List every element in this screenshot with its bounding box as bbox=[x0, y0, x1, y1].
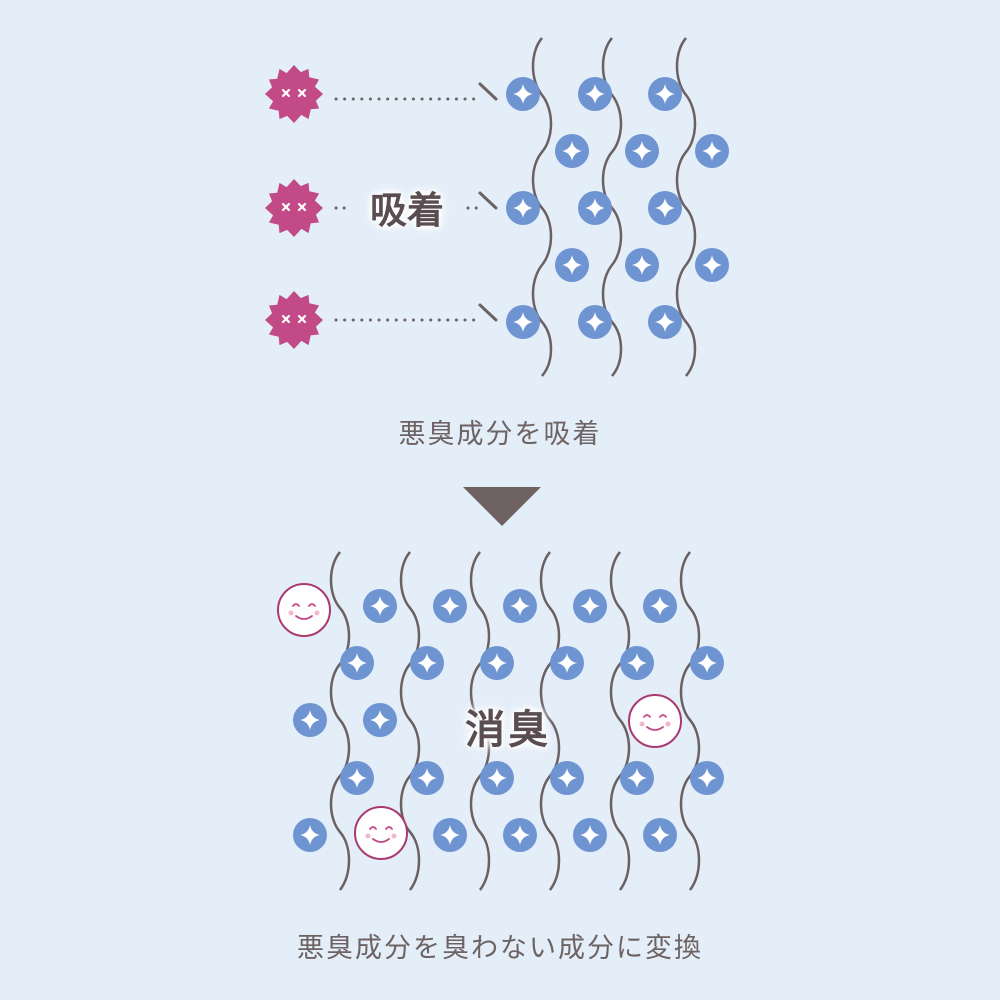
sparkle-ion-icon bbox=[555, 134, 589, 168]
sparkle-ion-icon bbox=[573, 589, 607, 623]
fiber-line bbox=[469, 551, 491, 891]
deodorization-diagram bbox=[277, 551, 724, 891]
dotted-arrows bbox=[334, 82, 498, 322]
odor-molecule-icon bbox=[263, 177, 325, 239]
odor-molecule-icon bbox=[263, 289, 325, 351]
fiber-line bbox=[399, 551, 421, 891]
sparkle-ion-icon bbox=[620, 761, 654, 795]
sparkle-ion-icon bbox=[625, 248, 659, 282]
sparkle-ion-icon bbox=[480, 646, 514, 680]
sparkle-ion-icon bbox=[550, 646, 584, 680]
sparkle-ion-icon bbox=[340, 761, 374, 795]
sparkle-ion-icon bbox=[433, 818, 467, 852]
sparkle-ion-icon bbox=[695, 134, 729, 168]
sparkle-ion-icon bbox=[506, 77, 540, 111]
sparkle-ion-icon bbox=[506, 191, 540, 225]
arrow-head-icon bbox=[478, 82, 498, 101]
smiley-face-icon bbox=[277, 583, 331, 637]
sparkle-ion-icon bbox=[648, 77, 682, 111]
sparkle-ion-icon bbox=[695, 248, 729, 282]
adsorption-diagram bbox=[263, 37, 729, 377]
smiley-face-icon bbox=[354, 806, 408, 860]
sparkle-ion-icon bbox=[503, 589, 537, 623]
fiber-line bbox=[679, 551, 701, 891]
sparkle-ion-icon bbox=[503, 818, 537, 852]
deodorization-caption: 悪臭成分を臭わない成分に変換 bbox=[297, 933, 703, 964]
sparkle-ion-icon bbox=[690, 761, 724, 795]
fiber-line bbox=[675, 37, 697, 377]
smiley-face-icon bbox=[628, 694, 682, 748]
sparkle-ion-icon bbox=[578, 77, 612, 111]
arrow-head-icon bbox=[478, 303, 498, 322]
sparkle-ion-icon bbox=[433, 589, 467, 623]
fiber-line bbox=[539, 551, 561, 891]
odor-molecules bbox=[263, 63, 325, 351]
fiber-line bbox=[531, 37, 553, 377]
odor-molecule-icon bbox=[263, 63, 325, 125]
sparkle-ion-icon bbox=[293, 818, 327, 852]
sparkle-ion-icon bbox=[506, 305, 540, 339]
sparkle-ion-icon bbox=[620, 646, 654, 680]
sparkle-ion-icon bbox=[555, 248, 589, 282]
deodorization-label: 消臭 bbox=[465, 707, 551, 753]
sparkle-ion-icon bbox=[340, 646, 374, 680]
sparkle-ion-icon bbox=[643, 589, 677, 623]
sparkle-ion-icon bbox=[643, 818, 677, 852]
adsorption-label: 吸着 bbox=[370, 189, 444, 232]
sparkle-ion-icon bbox=[573, 818, 607, 852]
sparkle-ion-icon bbox=[363, 703, 397, 737]
fiber-line bbox=[329, 551, 351, 891]
sparkle-ion-icon bbox=[410, 761, 444, 795]
sparkle-ion-icon bbox=[648, 305, 682, 339]
sparkle-ion-icon bbox=[363, 589, 397, 623]
sparkle-ion-icon bbox=[410, 646, 444, 680]
arrow-head-icon bbox=[478, 191, 498, 210]
sparkle-ion-icon bbox=[550, 761, 584, 795]
fiber-lines-bottom bbox=[329, 551, 701, 891]
adsorption-caption: 悪臭成分を吸着 bbox=[398, 419, 602, 450]
sparkle-ion-icon bbox=[648, 191, 682, 225]
sparkle-ion-icon bbox=[690, 646, 724, 680]
sparkle-ion-icon bbox=[625, 134, 659, 168]
fiber-line bbox=[609, 551, 631, 891]
sparkle-ion-icon bbox=[293, 703, 327, 737]
sparkle-ion-icon bbox=[480, 761, 514, 795]
sparkle-ion-icon bbox=[578, 305, 612, 339]
down-triangle-icon bbox=[463, 487, 541, 526]
sparkle-ion-icon bbox=[578, 191, 612, 225]
